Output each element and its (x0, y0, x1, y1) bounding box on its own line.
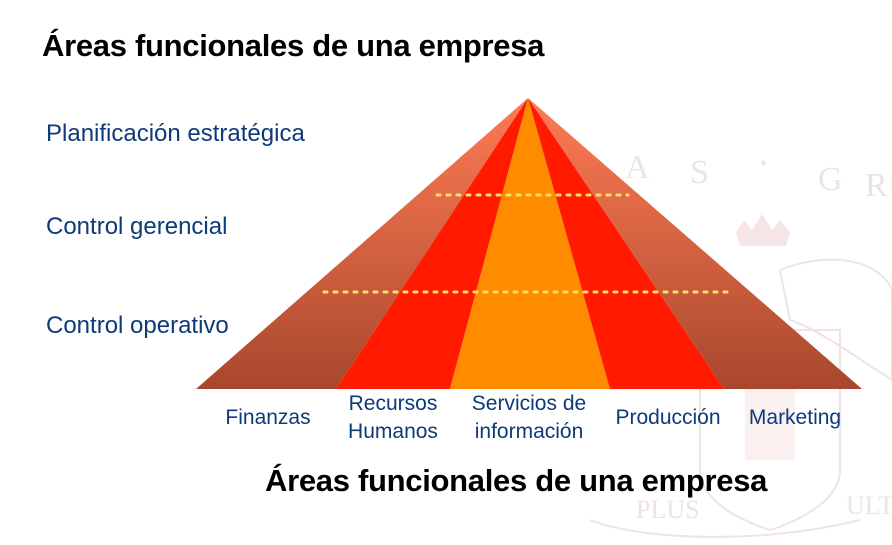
level-label-planificacion: Planificación estratégica (46, 120, 305, 147)
area-label-marketing: Marketing (748, 406, 842, 429)
watermark-letter-a: A (625, 149, 650, 186)
area-label-recursos-humanos: Recursos Humanos (348, 392, 438, 443)
level-label-control-gerencial: Control gerencial (46, 213, 228, 240)
crown-icon (736, 214, 790, 246)
pyramid-segment-servicios-informacion (450, 98, 610, 389)
watermark-letter-s: S (690, 154, 709, 191)
area-label-finanzas: Finanzas (225, 406, 311, 429)
crest-arc-shape (589, 519, 861, 538)
watermark-dot: • (760, 153, 767, 175)
area-label-servicios-informacion: Servicios de información (471, 392, 587, 443)
pyramid-segment-marketing (528, 98, 862, 389)
watermark-letter-r: R (865, 167, 888, 204)
crest-eagle-wing-shape (778, 258, 892, 382)
level-label-control-operativo: Control operativo (46, 312, 229, 339)
pyramid-segment-finanzas (196, 98, 528, 389)
page-title: Áreas funcionales de una empresa (42, 28, 545, 63)
watermark-motto-right: ULTRA (846, 491, 892, 520)
watermark-letter-g: G (818, 161, 843, 198)
crest-shield-shape (699, 329, 841, 532)
pyramid-segment-recursos-humanos (336, 98, 528, 389)
watermark-motto-left: PLUS (636, 495, 700, 524)
area-label-produccion: Producción (615, 406, 721, 429)
diagram-caption: Áreas funcionales de una empresa (265, 463, 768, 498)
